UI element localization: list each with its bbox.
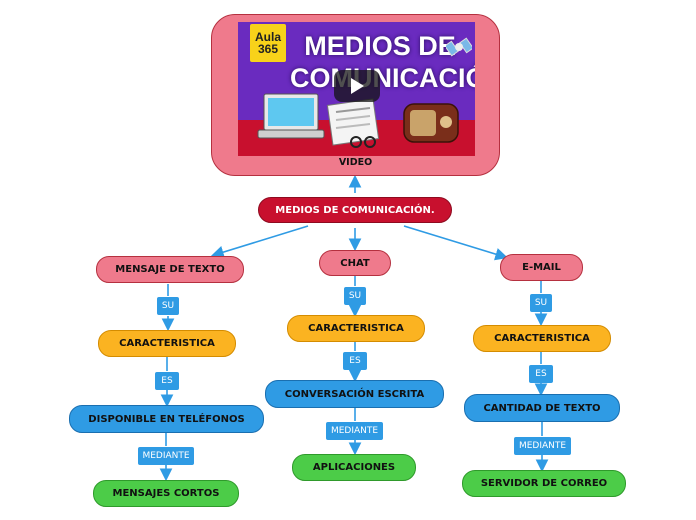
branch-email[interactable]: E-MAIL [500, 254, 583, 281]
connector-es-mensaje: ES [155, 372, 179, 390]
connector-mediante-email: MEDIANTE [514, 437, 571, 455]
branch-chat[interactable]: CHAT [319, 250, 391, 276]
radio-icon [403, 103, 459, 143]
mensaje-caracteristica[interactable]: CARACTERISTICA [98, 330, 236, 357]
email-cantidad-de-texto[interactable]: CANTIDAD DE TEXTO [464, 394, 620, 422]
chat-caracteristica[interactable]: CARACTERISTICA [287, 315, 425, 342]
mensaje-disponible-en-telefonos[interactable]: DISPONIBLE EN TELÉFONOS [69, 405, 264, 433]
connector-su-email: SU [530, 294, 552, 312]
connector-mediante-chat: MEDIANTE [326, 422, 383, 440]
mensaje-mensajes-cortos[interactable]: MENSAJES CORTOS [93, 480, 239, 507]
thumbnail-title: MEDIOS DE COMUNICACIÓN [290, 30, 475, 94]
aula365-logo: Aula 365 [250, 24, 286, 62]
connector-su-chat: SU [344, 287, 366, 305]
chat-aplicaciones[interactable]: APLICACIONES [292, 454, 416, 481]
connector-es-chat: ES [343, 352, 367, 370]
edge-root-email [403, 225, 509, 261]
thumbnail-title-line2: COMUNICACIÓN [290, 63, 475, 93]
chat-conversacion-escrita[interactable]: CONVERSACIÓN ESCRITA [265, 380, 444, 408]
play-icon [351, 78, 364, 94]
newspaper-icon [326, 98, 380, 148]
connector-es-email: ES [529, 365, 553, 383]
connector-su-mensaje: SU [157, 297, 179, 315]
video-label: VIDEO [338, 157, 373, 168]
logo-text-line1: Aula [254, 30, 281, 44]
branch-mensaje-de-texto[interactable]: MENSAJE DE TEXTO [96, 256, 244, 283]
logo-text-line2: 365 [257, 42, 279, 56]
satellite-icon [446, 37, 472, 57]
connector-mediante-mensaje: MEDIANTE [138, 447, 194, 465]
root-node[interactable]: MEDIOS DE COMUNICACIÓN. [258, 197, 452, 223]
laptop-icon [257, 93, 325, 139]
email-servidor-de-correo[interactable]: SERVIDOR DE CORREO [462, 470, 626, 497]
email-caracteristica[interactable]: CARACTERISTICA [473, 325, 611, 352]
edge-root-mensaje [210, 225, 309, 259]
video-thumbnail[interactable]: Aula 365 MEDIOS DE COMUNICACIÓN [238, 22, 475, 156]
video-play-button[interactable] [334, 70, 380, 102]
thumbnail-title-line1: MEDIOS DE [304, 31, 456, 61]
